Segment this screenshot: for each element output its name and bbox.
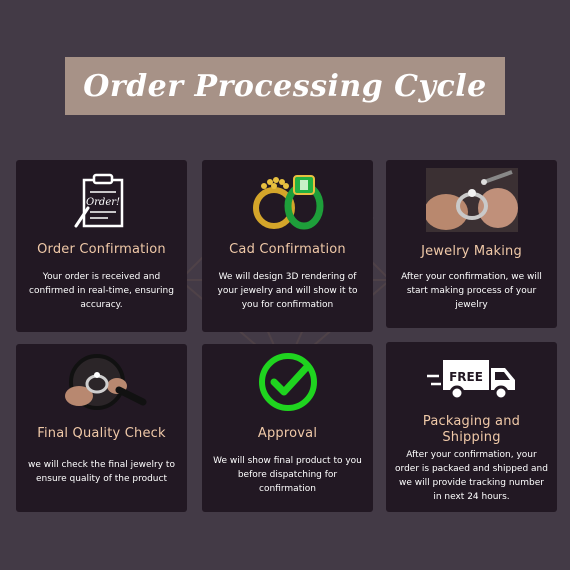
title-banner: Order Processing Cycle — [65, 57, 505, 115]
card-order-confirmation: Order! Order Confirmation Your order is … — [16, 160, 187, 332]
card-heading: Final Quality Check — [37, 426, 166, 441]
magnifier-ring-icon — [64, 354, 146, 410]
card-final-quality-check: Final Quality Check we will check the fi… — [16, 344, 187, 512]
card-heading: Approval — [257, 426, 318, 441]
card-heading: Cad Confirmation — [229, 242, 346, 257]
card-description: We will design 3D rendering of your jewe… — [217, 272, 358, 310]
card-description: we will check the final jewelry to ensur… — [28, 460, 175, 484]
card-description: After your confirmation, we will start m… — [401, 272, 542, 310]
card-heading: Jewelry Making — [421, 244, 522, 259]
free-label-text: FREE — [449, 370, 483, 384]
delivery-truck-icon: FREE — [426, 360, 515, 401]
card-packaging-shipping: FREE Packaging and Shipping After your c… — [386, 342, 557, 512]
card-heading: Order Confirmation — [37, 242, 166, 257]
ring-render-icon — [252, 175, 323, 230]
card-description: After your confirmation, your order is p… — [395, 450, 548, 502]
card-jewelry-making: Jewelry Making After your confirmation, … — [386, 160, 557, 328]
jewelry-making-icon — [425, 168, 518, 232]
card-heading: Packaging and Shipping — [422, 414, 521, 445]
page-title: Order Processing Cycle — [83, 68, 487, 104]
card-description: Your order is received and confirmed in … — [29, 272, 174, 310]
card-description: We will show final product to you before… — [213, 456, 362, 494]
order-stamp-text: Order! — [85, 197, 119, 208]
order-clipboard-icon: Order! — [74, 173, 123, 228]
checkmark-icon — [258, 353, 317, 411]
card-approval: Approval We will show final product to y… — [202, 344, 373, 512]
card-cad-confirmation: Cad Confirmation We will design 3D rende… — [202, 160, 373, 332]
